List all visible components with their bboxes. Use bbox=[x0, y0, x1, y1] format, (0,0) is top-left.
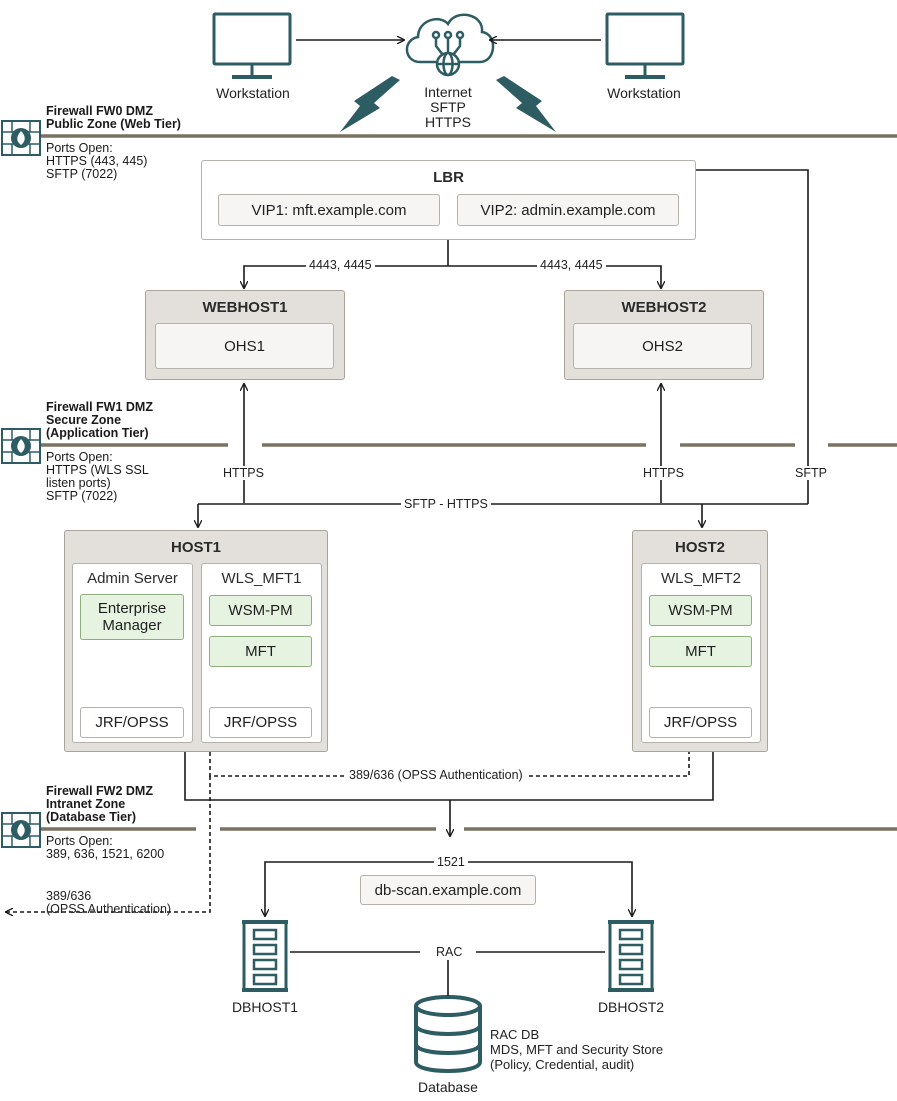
host1-title: HOST1 bbox=[170, 539, 221, 556]
fw2-ports-line1: Ports Open: bbox=[46, 834, 113, 848]
label-sftp: SFTP bbox=[792, 466, 830, 480]
opss-external-line1: 389/636 bbox=[46, 889, 92, 903]
label-opss-external: 389/636 (OPSS Authentication) bbox=[46, 890, 171, 916]
webhost1-title: WEBHOST1 bbox=[202, 299, 288, 316]
firewall-fw2-title: Firewall FW2 DMZ Intranet Zone (Database… bbox=[46, 785, 153, 824]
label-https-right: HTTPS bbox=[640, 466, 687, 480]
internet-label-line1: Internet bbox=[424, 84, 472, 100]
dbhost1-label: DBHOST1 bbox=[231, 999, 299, 1015]
link-host2-db bbox=[450, 752, 714, 801]
link-lbr-webhost1 bbox=[244, 265, 448, 288]
label-lbr-webhost2: 4443, 4445 bbox=[537, 258, 606, 272]
firewall-fw0-title: Firewall FW0 DMZ Public Zone (Web Tier) bbox=[46, 105, 181, 131]
wls-mft2-title: WLS_MFT2 bbox=[660, 570, 741, 587]
opss-external-line2: (OPSS Authentication) bbox=[46, 902, 172, 916]
link-opss-external bbox=[6, 776, 211, 912]
dbhost2-server-icon bbox=[608, 920, 654, 992]
workstation-right-icon bbox=[605, 12, 685, 79]
firewall-fw1-ports: Ports Open: HTTPS (WLS SSL listen ports)… bbox=[46, 451, 149, 503]
firewall-icon-fw2 bbox=[1, 812, 41, 848]
workstation-left-label: Workstation bbox=[216, 85, 290, 101]
lightning-left-icon bbox=[340, 76, 400, 132]
label-1521: 1521 bbox=[434, 855, 468, 869]
wsm-pm-2-box: WSM-PM bbox=[649, 595, 752, 626]
lbr-title: LBR bbox=[433, 169, 464, 186]
fw0-ports-line2: HTTPS (443, 445) bbox=[46, 154, 148, 168]
firewall-fw1-title: Firewall FW1 DMZ Secure Zone (Applicatio… bbox=[46, 401, 153, 440]
fw1-title-line3: (Application Tier) bbox=[46, 426, 149, 440]
jrf-opss-mft1-box: JRF/OPSS bbox=[209, 707, 312, 738]
firewall-icon-fw0 bbox=[1, 120, 41, 156]
admin-server-title: Admin Server bbox=[87, 570, 178, 587]
dbhost1-server-icon bbox=[242, 920, 288, 992]
fw1-ports-line4: SFTP (7022) bbox=[46, 489, 118, 503]
label-sftp-https: SFTP - HTTPS bbox=[401, 497, 491, 511]
mft-1-box: MFT bbox=[209, 636, 312, 667]
rac-db-line2: MDS, MFT and Security Store bbox=[490, 1042, 664, 1057]
fw0-ports-line3: SFTP (7022) bbox=[46, 167, 118, 181]
webhost2-title: WEBHOST2 bbox=[621, 299, 707, 316]
label-rac: RAC bbox=[433, 945, 466, 959]
internet-label: Internet SFTP HTTPS bbox=[398, 85, 498, 130]
firewall-fw0-ports: Ports Open: HTTPS (443, 445) SFTP (7022) bbox=[46, 142, 147, 181]
ohs1-box: OHS1 bbox=[155, 323, 334, 369]
rac-db-label: RAC DB MDS, MFT and Security Store (Poli… bbox=[490, 1027, 663, 1072]
database-icon bbox=[414, 995, 482, 1073]
fw1-title-line2: Secure Zone bbox=[46, 413, 122, 427]
fw2-ports-line2: 389, 636, 1521, 6200 bbox=[46, 847, 165, 861]
wsm-pm-1-box: WSM-PM bbox=[209, 595, 312, 626]
jrf-opss-mft2-box: JRF/OPSS bbox=[649, 707, 752, 738]
rac-db-line1: RAC DB bbox=[490, 1027, 540, 1042]
enterprise-manager-box: Enterprise Manager bbox=[80, 594, 184, 640]
cloud-icon bbox=[405, 13, 495, 77]
link-lbr-sftp bbox=[696, 169, 809, 504]
workstation-right-label: Workstation bbox=[607, 85, 681, 101]
connectors bbox=[6, 40, 809, 996]
fw2-title-line1: Firewall FW2 DMZ bbox=[46, 784, 153, 798]
workstation-left-icon bbox=[212, 12, 292, 79]
fw1-ports-line2: HTTPS (WLS SSL bbox=[46, 463, 149, 477]
mft-2-box: MFT bbox=[649, 636, 752, 667]
fw0-ports-line1: Ports Open: bbox=[46, 141, 113, 155]
ohs2-box: OHS2 bbox=[573, 323, 752, 369]
link-1521-dbhost2 bbox=[450, 861, 632, 916]
label-lbr-webhost1: 4443, 4445 bbox=[306, 258, 375, 272]
enterprise-manager-line1: Enterprise bbox=[97, 600, 167, 617]
enterprise-manager-line2: Manager bbox=[102, 617, 162, 634]
database-label: Database bbox=[418, 1079, 478, 1095]
link-1521-dbhost1 bbox=[265, 861, 450, 916]
fw2-title-line2: Intranet Zone bbox=[46, 797, 126, 811]
wls-mft1-title: WLS_MFT1 bbox=[221, 570, 302, 587]
dbhost2-label: DBHOST2 bbox=[597, 999, 665, 1015]
host2-title: HOST2 bbox=[674, 539, 725, 556]
lightning-right-icon bbox=[496, 76, 556, 132]
zone-lines bbox=[40, 134, 897, 831]
link-lbr-webhost2 bbox=[448, 265, 661, 288]
internet-label-line3: HTTPS bbox=[425, 114, 471, 130]
fw0-title-line1: Firewall FW0 DMZ bbox=[46, 104, 153, 118]
label-opss-auth: 389/636 (OPSS Authentication) bbox=[346, 768, 526, 782]
vip2-box: VIP2: admin.example.com bbox=[457, 194, 679, 226]
fw0-title-line2: Public Zone (Web Tier) bbox=[46, 117, 181, 131]
jrf-opss-admin-box: JRF/OPSS bbox=[80, 707, 184, 738]
db-scan-box: db-scan.example.com bbox=[360, 875, 536, 905]
vip1-box: VIP1: mft.example.com bbox=[218, 194, 440, 226]
firewall-icon-fw1 bbox=[1, 428, 41, 464]
firewall-fw2-ports: Ports Open: 389, 636, 1521, 6200 bbox=[46, 835, 164, 861]
fw1-ports-line3: listen ports) bbox=[46, 476, 111, 490]
fw1-ports-line1: Ports Open: bbox=[46, 450, 113, 464]
fw1-title-line1: Firewall FW1 DMZ bbox=[46, 400, 153, 414]
label-https-left: HTTPS bbox=[220, 466, 267, 480]
rac-db-line3: (Policy, Credential, audit) bbox=[490, 1057, 635, 1072]
internet-label-line2: SFTP bbox=[430, 99, 466, 115]
link-host1-db bbox=[184, 752, 450, 801]
fw2-title-line3: (Database Tier) bbox=[46, 810, 137, 824]
link-opss-auth bbox=[209, 752, 690, 777]
